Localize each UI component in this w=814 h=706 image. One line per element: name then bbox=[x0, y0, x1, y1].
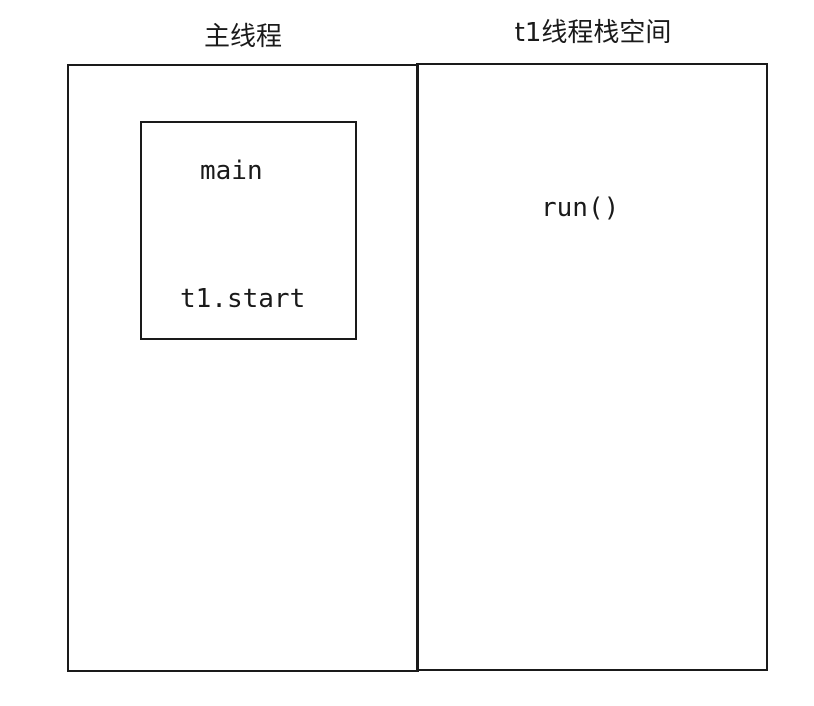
main-thread-title: 主线程 bbox=[203, 22, 282, 52]
main-stack-frame bbox=[140, 121, 357, 340]
run-frame-label: run() bbox=[541, 193, 620, 223]
main-frame-label: main bbox=[200, 156, 263, 186]
t1-stack-title: t1线程栈空间 bbox=[514, 18, 672, 48]
t1-start-call-label: t1.start bbox=[180, 284, 306, 314]
main-thread-column bbox=[67, 64, 419, 672]
t1-stack-column bbox=[416, 63, 768, 671]
